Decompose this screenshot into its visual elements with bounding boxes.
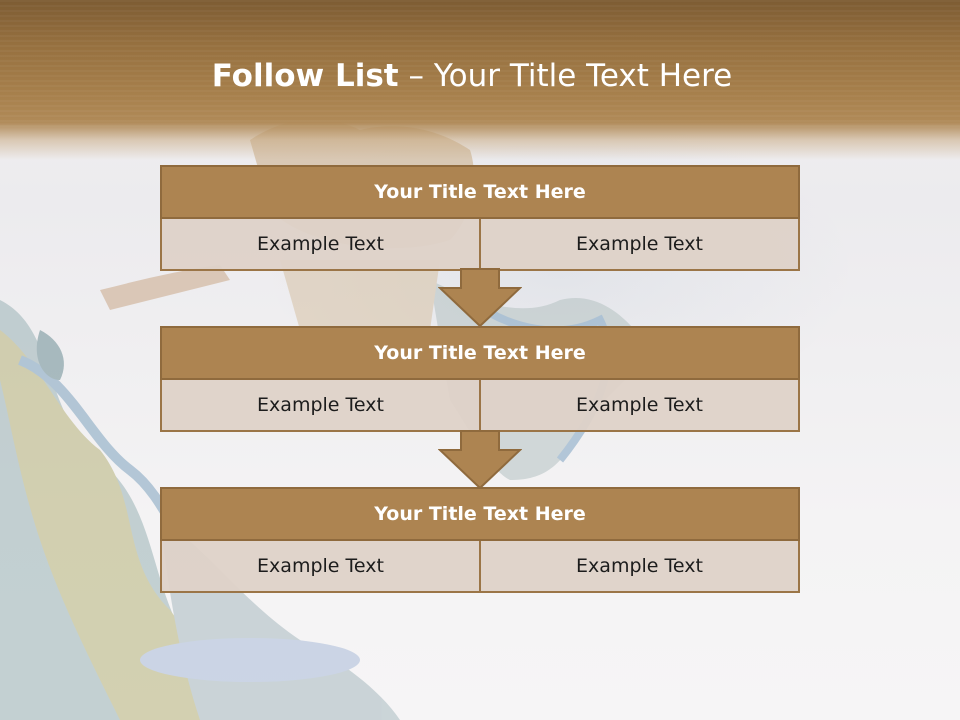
block-cell-left: Example Text bbox=[160, 380, 481, 432]
title-bold-text: Follow List bbox=[211, 58, 399, 94]
title-rest-text: – Your Title Text Here bbox=[398, 58, 733, 94]
block-row: Example Text Example Text bbox=[160, 219, 800, 271]
block-cell-left: Example Text bbox=[160, 541, 481, 593]
block-cell-right: Example Text bbox=[481, 541, 800, 593]
block-title: Your Title Text Here bbox=[160, 165, 800, 219]
block-row: Example Text Example Text bbox=[160, 541, 800, 593]
block-cell-right: Example Text bbox=[481, 219, 800, 271]
header-band bbox=[0, 0, 960, 160]
follow-block-1: Your Title Text Here Example Text Exampl… bbox=[160, 165, 800, 271]
block-cell-left: Example Text bbox=[160, 219, 481, 271]
down-arrow-1 bbox=[438, 268, 522, 328]
header-texture bbox=[0, 0, 960, 130]
follow-block-2: Your Title Text Here Example Text Exampl… bbox=[160, 326, 800, 432]
down-arrow-2 bbox=[438, 430, 522, 490]
block-cell-right: Example Text bbox=[481, 380, 800, 432]
slide-title: Follow List – Your Title Text Here bbox=[0, 56, 944, 96]
follow-block-3: Your Title Text Here Example Text Exampl… bbox=[160, 487, 800, 593]
block-title: Your Title Text Here bbox=[160, 487, 800, 541]
block-title: Your Title Text Here bbox=[160, 326, 800, 380]
block-row: Example Text Example Text bbox=[160, 380, 800, 432]
